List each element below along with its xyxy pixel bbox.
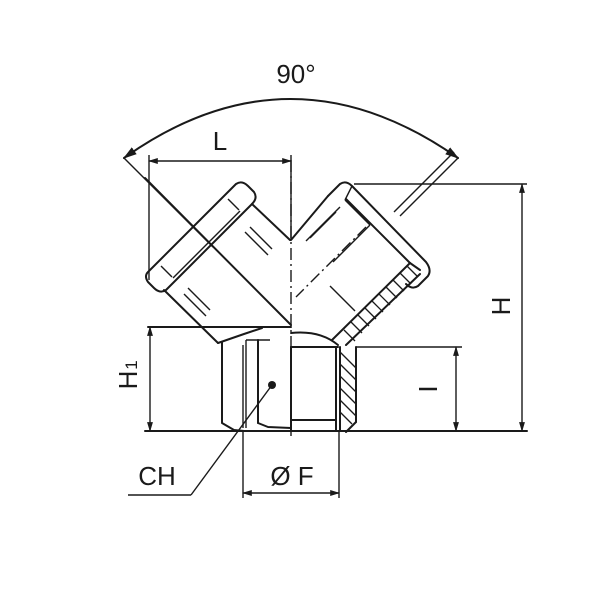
left-branch <box>144 177 292 344</box>
thread-length-dimension: I <box>356 346 462 432</box>
height-label: H <box>486 297 516 316</box>
section-hatch <box>339 351 357 425</box>
diameter-dimension: Ø F <box>242 431 340 498</box>
hex-callout: CH <box>128 381 276 496</box>
length-dimension: L <box>148 126 292 280</box>
external-thread <box>343 265 419 342</box>
angle-dimension: 90° <box>122 59 460 248</box>
hex-label: CH <box>138 461 176 491</box>
diameter-label: Ø F <box>270 461 313 491</box>
angle-label: 90° <box>276 59 315 89</box>
height1-dimension: H 1 <box>113 326 153 432</box>
length-label: L <box>213 126 227 156</box>
height1-label: H <box>113 371 143 390</box>
right-branch <box>290 151 527 346</box>
thread-length-label: I <box>413 385 443 392</box>
height1-subscript: 1 <box>122 360 141 369</box>
height-dimension: H <box>486 183 525 432</box>
body <box>144 326 528 433</box>
